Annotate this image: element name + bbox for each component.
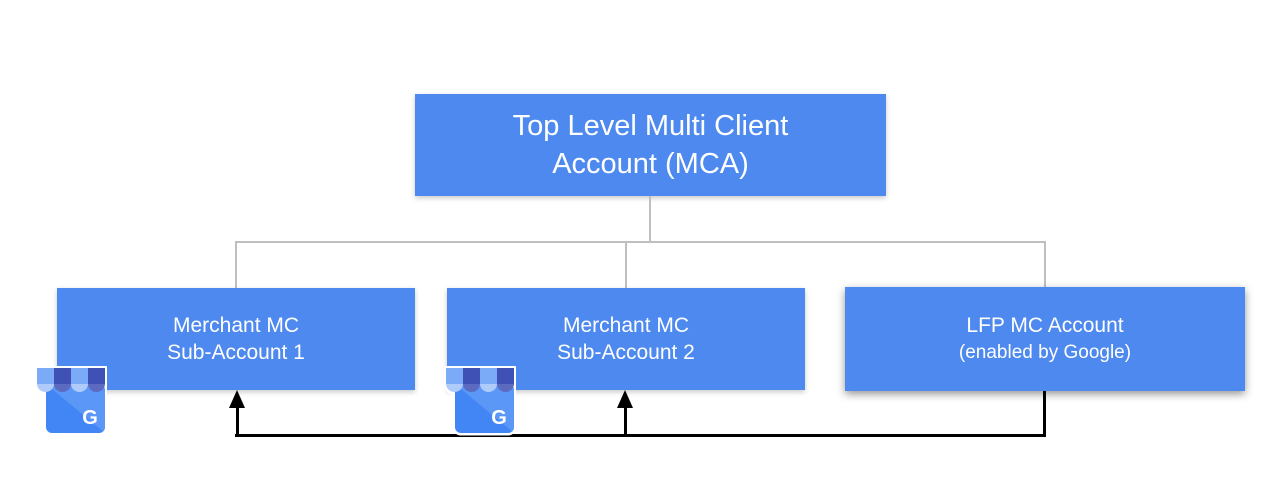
node-lfp-line2: (enabled by Google) [958, 342, 1132, 363]
arrow-line-horizontal [235, 434, 1046, 437]
arrow-line-up-to-sub2 [624, 406, 627, 435]
node-sub2-line2: Sub-Account 2 [557, 341, 695, 364]
storefront-awning [37, 368, 105, 392]
node-top-level-mca-line1: Top Level Multi Client [512, 110, 789, 142]
connector-drop-lfp [1044, 241, 1046, 288]
node-sub2-line1: Merchant MC [562, 314, 690, 337]
node-top-level-mca: Top Level Multi Client Account (MCA) [415, 94, 886, 196]
arrowhead-to-sub2-icon [617, 390, 633, 408]
connector-horizontal-bar [235, 241, 1046, 243]
storefront-body-highlight [46, 384, 105, 433]
business-profile-icon-sub1: G [35, 366, 107, 436]
arrow-line-up-to-sub1 [236, 406, 239, 435]
storefront-body-highlight [455, 384, 514, 433]
node-top-level-mca-line2: Account (MCA) [552, 148, 749, 180]
storefront-awning [446, 368, 514, 392]
google-g-letter: G [491, 407, 507, 429]
connector-drop-sub1 [235, 241, 237, 288]
node-lfp-mc-account: LFP MC Account (enabled by Google) [845, 287, 1245, 391]
arrow-line-lfp-down [1043, 391, 1046, 435]
node-sub1-line2: Sub-Account 1 [167, 341, 305, 364]
google-g-letter: G [82, 407, 98, 429]
connector-drop-sub2 [625, 241, 627, 288]
node-merchant-sub-account-1: Merchant MC Sub-Account 1 [57, 288, 415, 390]
business-profile-icon-sub2: G [444, 366, 516, 436]
node-lfp-line1: LFP MC Account [966, 314, 1124, 337]
connector-mca-stem [649, 196, 651, 242]
node-sub1-line1: Merchant MC [172, 314, 300, 337]
arrowhead-to-sub1-icon [229, 390, 245, 408]
